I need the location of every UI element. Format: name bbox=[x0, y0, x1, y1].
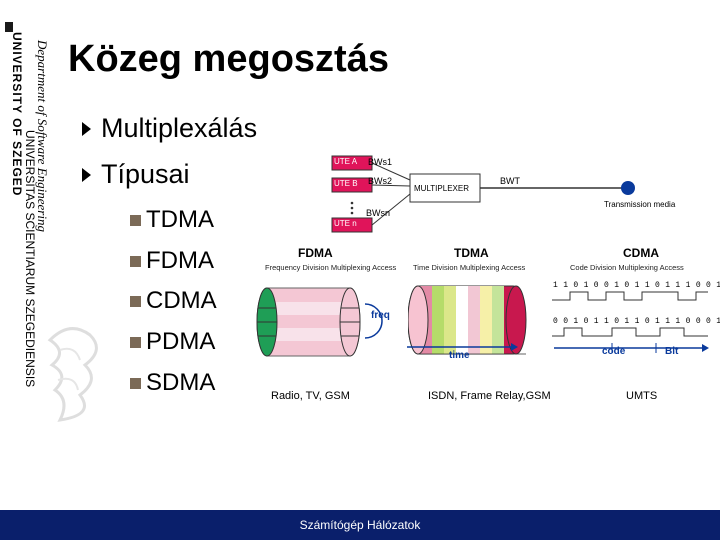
cdma-header: CDMA bbox=[623, 246, 659, 260]
bullet-square-icon bbox=[130, 255, 141, 267]
fdma-desc: Frequency Division Multiplexing Access bbox=[265, 263, 397, 272]
time-axis-label: time bbox=[449, 350, 470, 361]
sub-bullet-text: SDMA bbox=[146, 369, 216, 396]
multiplexer-diagram bbox=[331, 155, 635, 233]
bullet-square-icon bbox=[130, 336, 141, 348]
cdma-waveforms bbox=[552, 291, 709, 353]
cdma-code-row-2: 0 0 1 0 1 1 0 1 1 0 1 1 1 0 0 0 1 bbox=[553, 317, 720, 326]
tdma-uses: ISDN, Frame Relay,GSM bbox=[428, 390, 551, 402]
bullet-square-icon bbox=[130, 377, 141, 389]
bit-axis-label: Bit bbox=[665, 346, 679, 357]
footer-bar: Számítógép Hálózatok bbox=[0, 510, 720, 540]
fdma-uses: Radio, TV, GSM bbox=[271, 390, 350, 402]
fdma-header: FDMA bbox=[298, 246, 333, 260]
multiplexer-label: MULTIPLEXER bbox=[414, 184, 469, 193]
bullet-text: Multiplexálás bbox=[101, 113, 258, 143]
bullet-types: Típusai bbox=[82, 159, 190, 190]
university-motto: UNIVERSITAS SCIENTIARUM SZEGEDIENSIS bbox=[23, 130, 37, 388]
footer-text: Számítógép Hálózatok bbox=[299, 518, 421, 532]
university-crest-watermark bbox=[47, 327, 98, 422]
bullet-multiplexing: Multiplexálás bbox=[82, 113, 257, 144]
sub-bullet-fdma: FDMA bbox=[130, 247, 214, 275]
tdma-desc: Time Division Multiplexing Access bbox=[413, 263, 526, 272]
output-bw-label: BWT bbox=[500, 176, 520, 186]
cdma-desc: Code Division Multiplexing Access bbox=[570, 263, 684, 272]
freq-axis-label: freq bbox=[371, 310, 390, 321]
bw-label-2: BWs2 bbox=[368, 176, 393, 186]
sub-bullet-tdma: TDMA bbox=[130, 206, 214, 234]
sub-bullet-text: FDMA bbox=[146, 247, 214, 274]
sub-bullet-text: TDMA bbox=[146, 206, 214, 233]
bullet-square-icon bbox=[130, 295, 141, 307]
university-logo-mark bbox=[5, 22, 13, 32]
bullet-arrow-icon bbox=[82, 167, 91, 182]
ute-b-label: UTE B bbox=[334, 179, 358, 188]
transmission-media-label: Transmission media bbox=[604, 200, 676, 209]
cdma-uses: UMTS bbox=[626, 390, 658, 402]
sub-bullet-cdma: CDMA bbox=[130, 287, 217, 315]
sub-bullet-sdma: SDMA bbox=[130, 369, 215, 397]
bw-label-n: BWsn bbox=[366, 208, 391, 218]
tdma-illustration bbox=[408, 285, 527, 355]
bw-label-1: BWs1 bbox=[368, 157, 393, 167]
code-axis-label: code bbox=[602, 346, 626, 357]
transmission-node bbox=[621, 181, 635, 195]
bullet-square-icon bbox=[130, 214, 141, 226]
multiplexer-box bbox=[409, 173, 481, 203]
ute-a-label: UTE A bbox=[334, 157, 358, 166]
fdma-illustration bbox=[256, 287, 383, 357]
bullet-arrow-icon bbox=[82, 121, 91, 136]
university-name: UNIVERSITY OF SZEGED bbox=[10, 32, 24, 197]
tdma-header: TDMA bbox=[454, 246, 489, 260]
cdma-code-row-1: 1 1 0 1 0 0 1 0 1 1 0 1 1 1 0 0 1 bbox=[553, 281, 720, 290]
sub-bullet-text: PDMA bbox=[146, 328, 216, 355]
ute-n-label: UTE n bbox=[334, 219, 357, 228]
sub-bullet-pdma: PDMA bbox=[130, 328, 215, 356]
slide-title: Közeg megosztás bbox=[68, 38, 389, 80]
bullet-text: Típusai bbox=[101, 159, 190, 189]
time-axis-arrow bbox=[407, 343, 518, 351]
sub-bullet-text: CDMA bbox=[146, 287, 217, 314]
